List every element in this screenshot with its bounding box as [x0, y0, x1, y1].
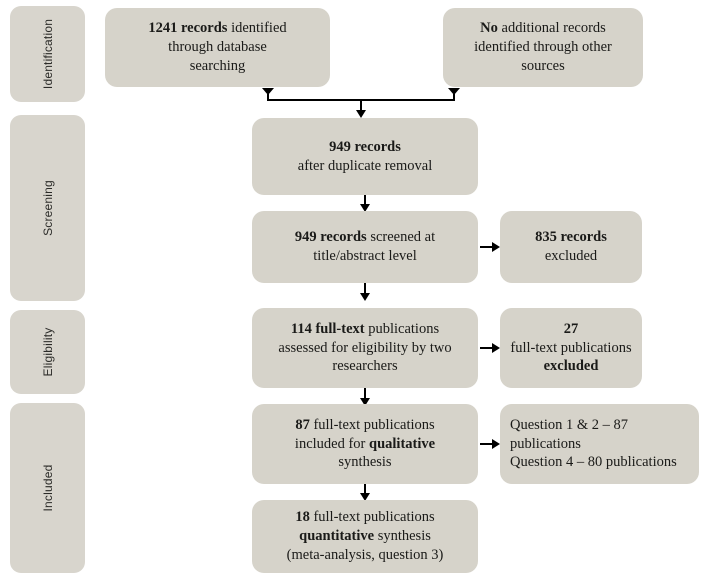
box-fulltext-excluded-text: 27 full-text publications excluded [510, 320, 632, 377]
quantitative-l2: synthesis [374, 528, 431, 545]
stage-label-eligibility: Eligibility [40, 327, 55, 377]
excluded-count: 835 records [535, 229, 607, 246]
db-records-count: 1241 records [148, 20, 228, 37]
arrowhead-fulltext-to-excluded [492, 343, 500, 353]
qualitative-l2: included for [294, 435, 370, 452]
merge-drop-arrowhead [356, 110, 366, 118]
question-line-1: Question 1 & 2 – 87 publications [510, 416, 629, 452]
connector-screened-to-excluded [480, 246, 494, 248]
box-fulltext-excluded: 27 full-text publications excluded [500, 308, 642, 388]
fulltext-excluded-count: 27 [563, 320, 579, 337]
stage-box-eligibility: Eligibility [10, 310, 85, 394]
stage-label-identification: Identification [40, 18, 55, 90]
stage-label-included: Included [40, 464, 55, 512]
dup-count: 949 records [329, 138, 401, 155]
box-qualitative-synthesis: 87 full-text publications included for q… [252, 404, 478, 484]
screened-l1: screened at [366, 229, 436, 246]
merge-arrowhead-right [448, 88, 460, 95]
quantitative-keyword: quantitative [299, 528, 375, 545]
connector-dup-to-screen [364, 195, 366, 207]
fulltext-count: 114 full-text [290, 320, 365, 337]
box-after-duplicate-removal-text: 949 records after duplicate removal [262, 138, 468, 176]
box-database-records-text: 1241 records identified through database… [115, 19, 320, 76]
box-fulltext-assessed-text: 114 full-text publications assessed for … [262, 320, 468, 377]
fulltext-l2: assessed for eligibility by two [278, 339, 452, 356]
merge-drop-line [360, 99, 362, 113]
fulltext-excluded-l2: full-text publications [510, 339, 632, 356]
qualitative-l1: full-text publications [309, 416, 435, 433]
box-other-records: No additional records identified through… [443, 8, 643, 87]
box-question-breakdown: Question 1 & 2 – 87 publications Questio… [500, 404, 699, 484]
box-quantitative-synthesis: 18 full-text publications quantitative s… [252, 500, 478, 573]
box-other-records-text: No additional records identified through… [453, 19, 633, 76]
qualitative-count: 87 [295, 416, 310, 433]
connector-fulltext-to-excluded [480, 347, 494, 349]
question-line-2: Question 4 – 80 publications [510, 454, 677, 471]
box-qualitative-synthesis-text: 87 full-text publications included for q… [262, 416, 468, 473]
box-records-excluded: 835 records excluded [500, 211, 642, 283]
stage-box-identification: Identification [10, 6, 85, 102]
stage-box-screening: Screening [10, 115, 85, 301]
box-records-screened-text: 949 records screened at title/abstract l… [262, 228, 468, 266]
box-quantitative-synthesis-text: 18 full-text publications quantitative s… [262, 508, 468, 565]
excluded-l2: excluded [544, 248, 598, 264]
arrowhead-fulltext-to-qualitative [360, 398, 370, 406]
arrowhead-dup-to-screen [360, 204, 370, 212]
db-records-l3: searching [189, 57, 246, 74]
box-records-excluded-text: 835 records excluded [510, 228, 632, 266]
qualitative-keyword: qualitative [369, 435, 436, 452]
dup-l2: after duplicate removal [297, 157, 433, 174]
connector-screen-to-fulltext [364, 283, 366, 296]
stage-box-included: Included [10, 403, 85, 573]
screened-count: 949 records [294, 229, 367, 246]
box-after-duplicate-removal: 949 records after duplicate removal [252, 118, 478, 195]
fulltext-l3: researchers [332, 358, 398, 375]
box-fulltext-assessed: 114 full-text publications assessed for … [252, 308, 478, 388]
other-records-count: No [480, 20, 498, 37]
arrowhead-qualitative-to-quantitative [360, 493, 370, 501]
box-records-screened: 949 records screened at title/abstract l… [252, 211, 478, 283]
box-database-records: 1241 records identified through database… [105, 8, 330, 87]
merge-stub-left [267, 94, 269, 101]
merge-arrowhead-left [262, 88, 274, 95]
box-question-breakdown-text: Question 1 & 2 – 87 publications Questio… [510, 416, 689, 473]
merge-stub-right [453, 94, 455, 101]
quantitative-count: 18 [295, 509, 310, 526]
quantitative-l3: (meta-analysis, question 3) [286, 546, 444, 563]
quantitative-l1: full-text publications [309, 509, 435, 526]
connector-qualitative-to-quantitative [364, 484, 366, 496]
connector-fulltext-to-qualitative [364, 388, 366, 401]
other-records-l2: identified through other [474, 39, 612, 56]
arrowhead-qualitative-to-questions [492, 439, 500, 449]
screened-l2: title/abstract level [313, 248, 417, 264]
connector-qualitative-to-questions [480, 443, 494, 445]
other-records-l3: sources [521, 57, 565, 74]
db-records-l2: through database [168, 39, 267, 56]
arrowhead-screened-to-excluded [492, 242, 500, 252]
stage-label-screening: Screening [40, 180, 55, 236]
other-records-l1: additional records [497, 20, 606, 37]
db-records-l1: identified [227, 20, 287, 37]
fulltext-l1: publications [364, 320, 440, 337]
qualitative-l3: synthesis [338, 454, 392, 471]
arrowhead-screen-to-fulltext [360, 293, 370, 301]
fulltext-excluded-l3: excluded [543, 358, 599, 375]
